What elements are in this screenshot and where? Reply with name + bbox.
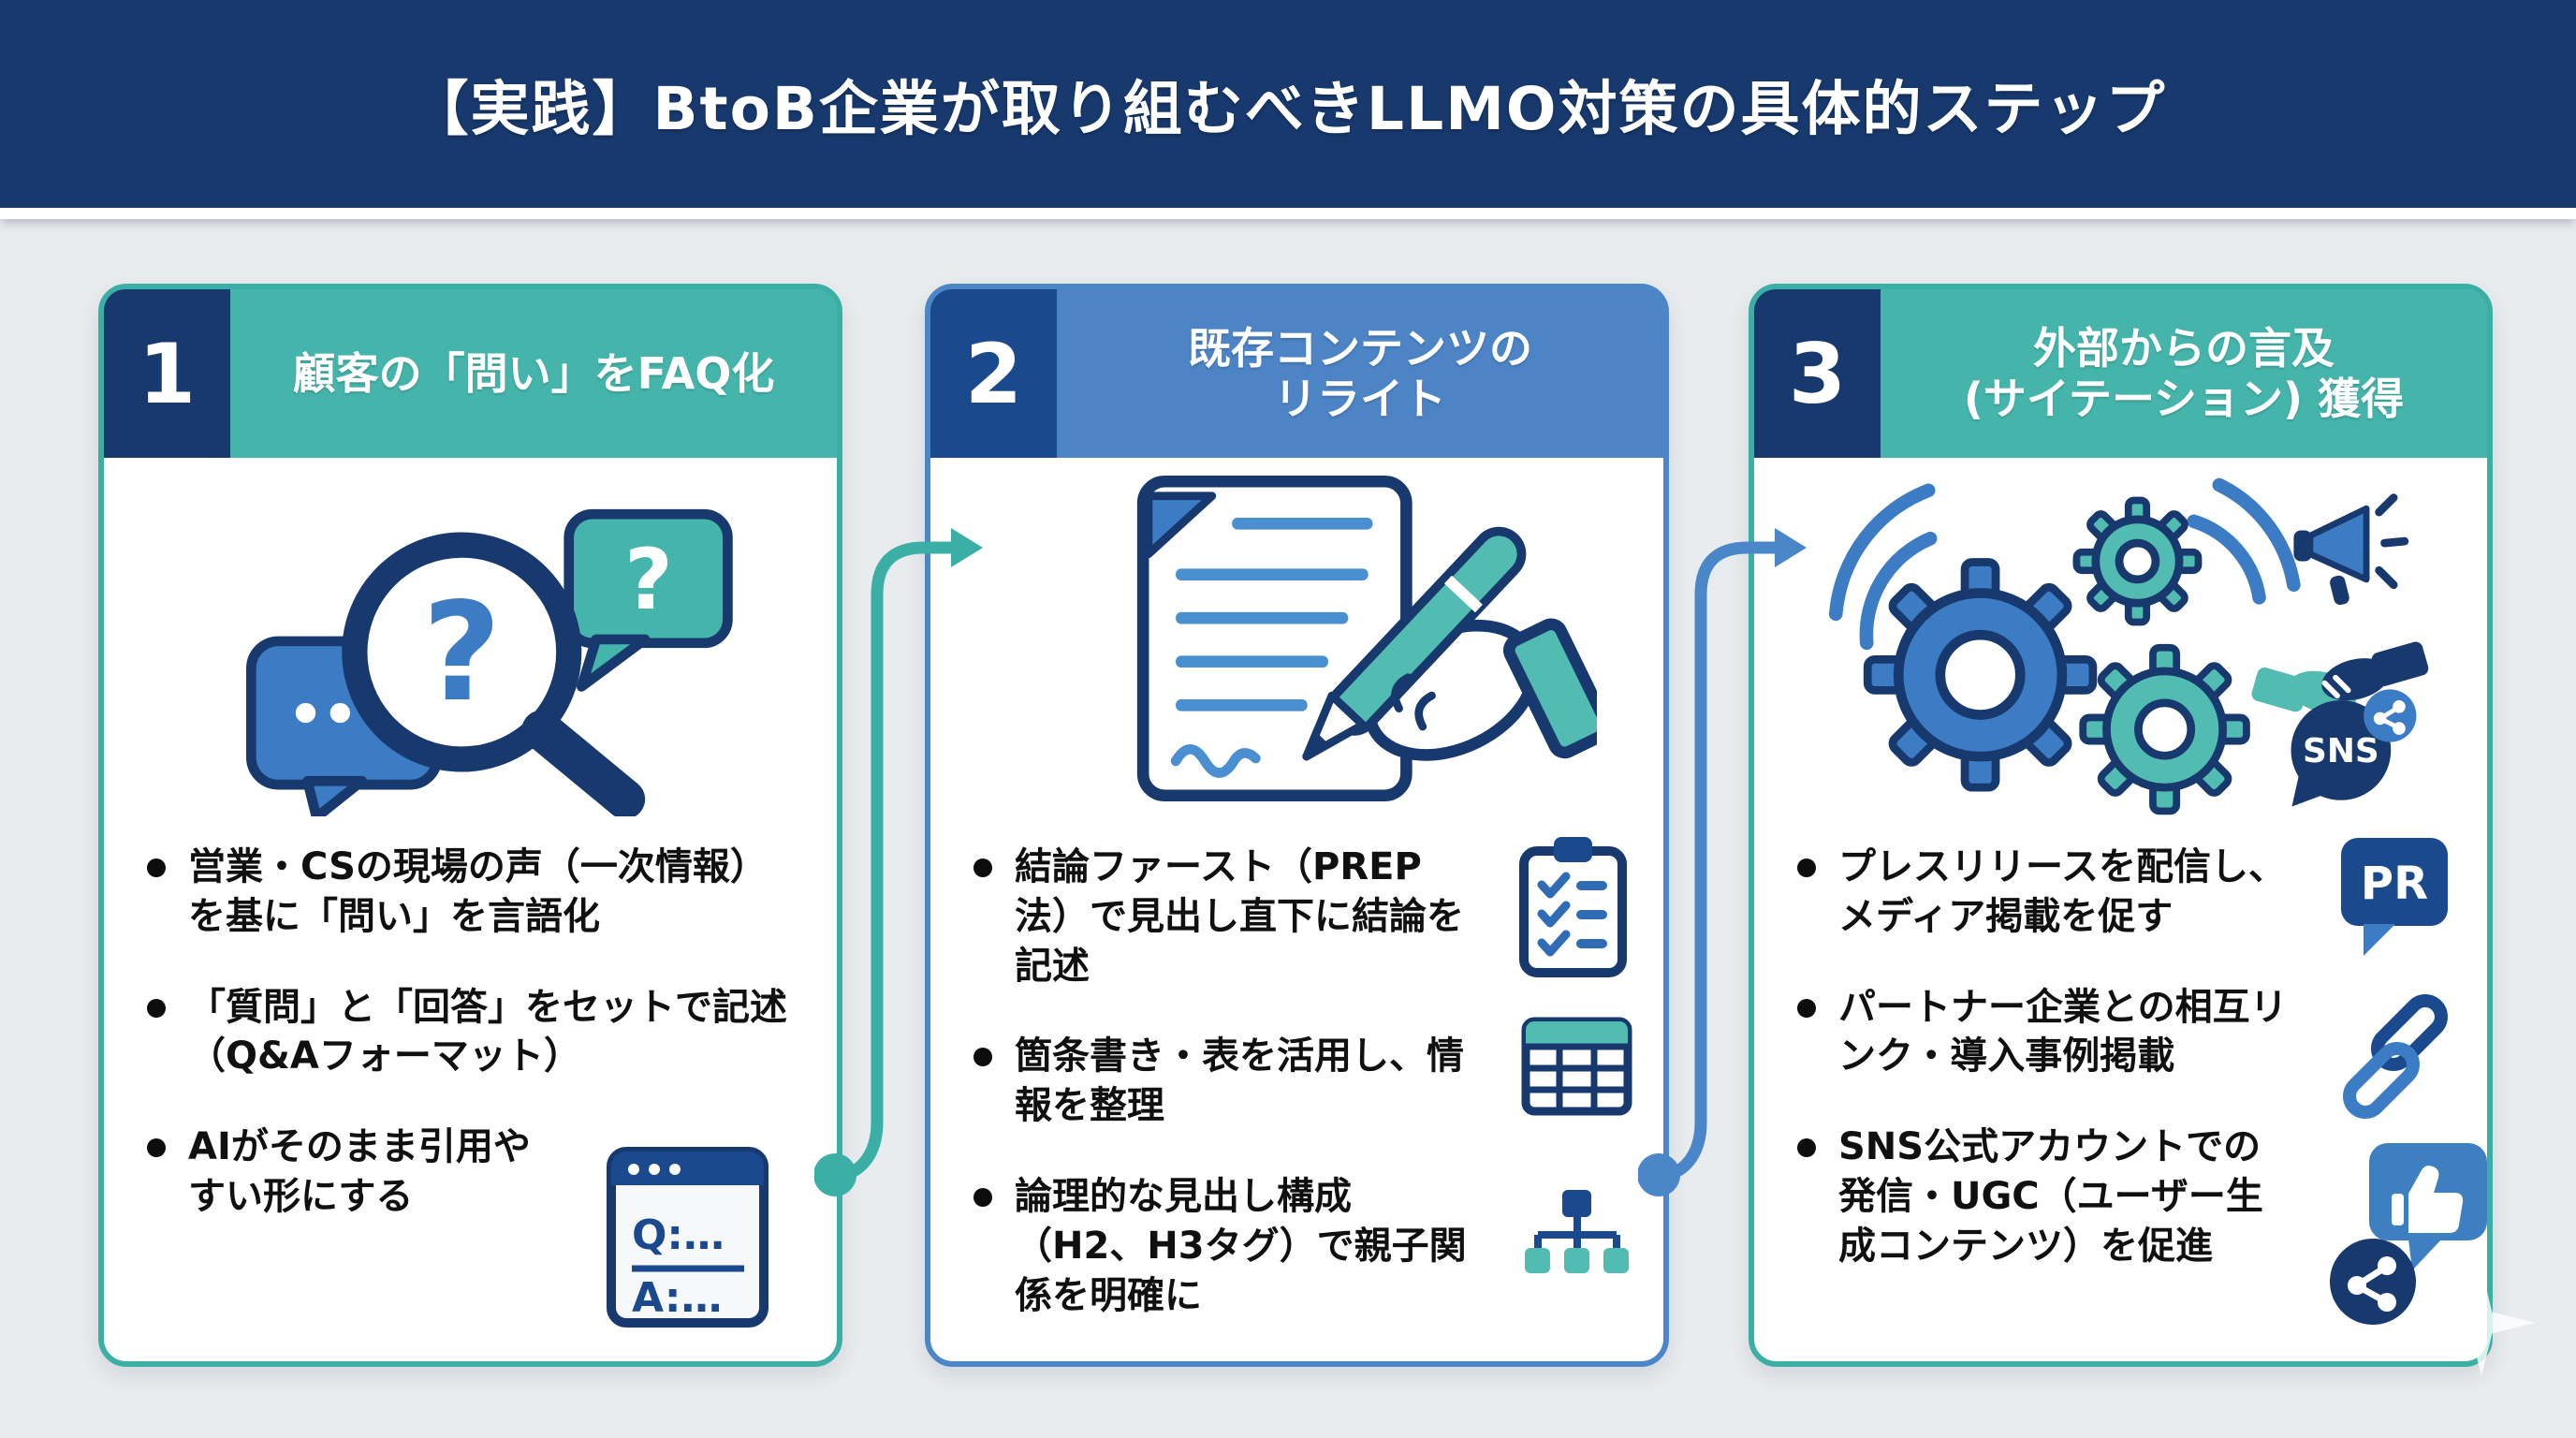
step-2-number: 2 [930,289,1057,458]
share-badge-icon [2363,688,2416,742]
svg-text:?: ? [624,532,673,629]
step-3-illustration: SNS [1754,458,2487,818]
page-title: 【実践】BtoB企業が取り組むべきLLMO対策の具体的ステップ [409,74,2167,143]
step-1-number: 1 [104,289,230,458]
bullet-text: 「質問」と「回答」をセットで記述（Q&Aフォーマット） [188,985,787,1078]
step-2-bullets: 結論ファースト（PREP法）で見出し直下に結論を記述 箇条書き・表を活用し、情報… [930,818,1663,1320]
bullet-dot-icon [1797,998,1816,1018]
bullet-dot-icon [973,1048,992,1067]
bullet-dot-icon [1797,858,1816,877]
pr-bubble-icon: PR [2341,838,2448,956]
list-item: SNS公式アカウントでの発信・UGC（ユーザー生成コンテンツ）を促進 [1797,1123,2453,1270]
arrow-step1-to-step2 [814,528,983,1196]
step-2-body: 結論ファースト（PREP法）で見出し直下に結論を記述 箇条書き・表を活用し、情報… [930,458,1663,1356]
step-1-body: ? ? 営業・CSの現場の声（一次情報）を基に「問い」を言語化 [104,458,837,1356]
link-icon [2343,994,2448,1119]
gear-medium-icon [2078,643,2250,814]
signal-waves-icon [1828,477,2301,650]
arrow-step2-to-step3 [1638,528,1807,1196]
svg-text:SNS: SNS [2302,732,2378,770]
step-card-1: 1 顧客の「問い」をFAQ化 ? [98,284,842,1367]
bullet-text: SNS公式アカウントでの発信・UGC（ユーザー生成コンテンツ）を促進 [1838,1125,2263,1268]
rewrite-document-illustration-icon [1136,475,1597,801]
list-item: AIがそのまま引用やすい形にする [147,1123,803,1222]
step-2-illustration [930,458,1663,818]
bullet-dot-icon [147,998,166,1018]
bullet-dot-icon [147,858,166,877]
step-card-3: 3 外部からの言及 (サイテーション) 獲得 [1749,284,2493,1367]
bullet-text: 論理的な見出し構成（H2、H3タグ）で親子関係を明確に [1015,1174,1467,1317]
gear-small-icon [2072,496,2202,625]
svg-text:Q:…: Q:… [632,1211,724,1259]
bullet-text: 営業・CSの現場の声（一次情報）を基に「問い」を言語化 [188,845,768,938]
magnifier-icon: ? [341,532,645,816]
step-1-title: 顧客の「問い」をFAQ化 [230,289,837,458]
title-bar: 【実践】BtoB企業が取り組むべきLLMO対策の具体的ステップ [0,0,2576,219]
list-item: 結論ファースト（PREP法）で見出し直下に結論を記述 [973,843,1630,990]
faq-search-illustration-icon: ? ? [245,508,733,816]
thumbs-up-bubble-icon [2369,1143,2487,1270]
step-2-title: 既存コンテンツの リライト [1057,289,1663,458]
document-icon [1136,475,1412,801]
step-1-header: 1 顧客の「問い」をFAQ化 [104,289,837,458]
megaphone-icon [2292,492,2408,605]
bullet-dot-icon [147,1138,166,1158]
sitemap-hierarchy-icon [1525,1190,1629,1273]
step-card-2: 2 既存コンテンツの リライト [925,284,1669,1367]
qa-window-icon: Q:… A:… [607,1147,768,1328]
handshake-icon [2251,641,2428,713]
sns-bubble-icon: SNS [2291,688,2416,807]
list-item: プレスリリースを配信し、メディア掲載を促す [1797,843,2453,942]
checklist-clipboard-icon [1519,837,1627,977]
step-3-body: SNS [1754,458,2487,1356]
citation-gears-illustration-icon: SNS [1828,477,2428,814]
step-2-header: 2 既存コンテンツの リライト [930,289,1663,458]
bullet-text: プレスリリースを配信し、メディア掲載を促す [1838,845,2286,938]
question-bubble-icon: ? [563,508,733,692]
list-item: パートナー企業との相互リンク・導入事例掲載 [1797,983,2453,1082]
bullet-dot-icon [973,858,992,877]
step-3-number: 3 [1754,289,1881,458]
svg-text:PR: PR [2361,858,2428,910]
bullet-text: パートナー企業との相互リンク・導入事例掲載 [1838,985,2288,1078]
list-item: 箇条書き・表を活用し、情報を整理 [973,1032,1630,1131]
pencil-icon [1301,526,1526,760]
step-1-bullets: 営業・CSの現場の声（一次情報）を基に「問い」を言語化 「質問」と「回答」をセッ… [104,818,837,1222]
list-item: 営業・CSの現場の声（一次情報）を基に「問い」を言語化 [147,843,803,942]
gear-large-icon [1863,557,2097,792]
table-icon [1521,1017,1632,1116]
bullet-text: 箇条書き・表を活用し、情報を整理 [1015,1034,1464,1128]
like-share-icon [2330,1143,2487,1325]
svg-text:?: ? [422,573,501,731]
bullet-text: 結論ファースト（PREP法）で見出し直下に結論を記述 [1015,845,1464,988]
list-item: 論理的な見出し構成（H2、H3タグ）で親子関係を明確に [973,1172,1630,1320]
fingers-icon [1390,672,1436,730]
share-circle-icon [2330,1239,2416,1325]
step-3-bullets: プレスリリースを配信し、メディア掲載を促す パートナー企業との相互リンク・導入事… [1754,818,2487,1271]
step-3-header: 3 外部からの言及 (サイテーション) 獲得 [1754,289,2487,458]
bullet-dot-icon [1797,1138,1816,1158]
step-3-title: 外部からの言及 (サイテーション) 獲得 [1881,289,2487,458]
bullet-text: AIがそのまま引用やすい形にする [188,1125,531,1218]
svg-text:A:…: A:… [632,1274,722,1322]
list-item: 「質問」と「回答」をセットで記述（Q&Aフォーマット） [147,983,803,1082]
bullet-dot-icon [973,1187,992,1207]
step-1-illustration: ? ? [104,458,837,818]
